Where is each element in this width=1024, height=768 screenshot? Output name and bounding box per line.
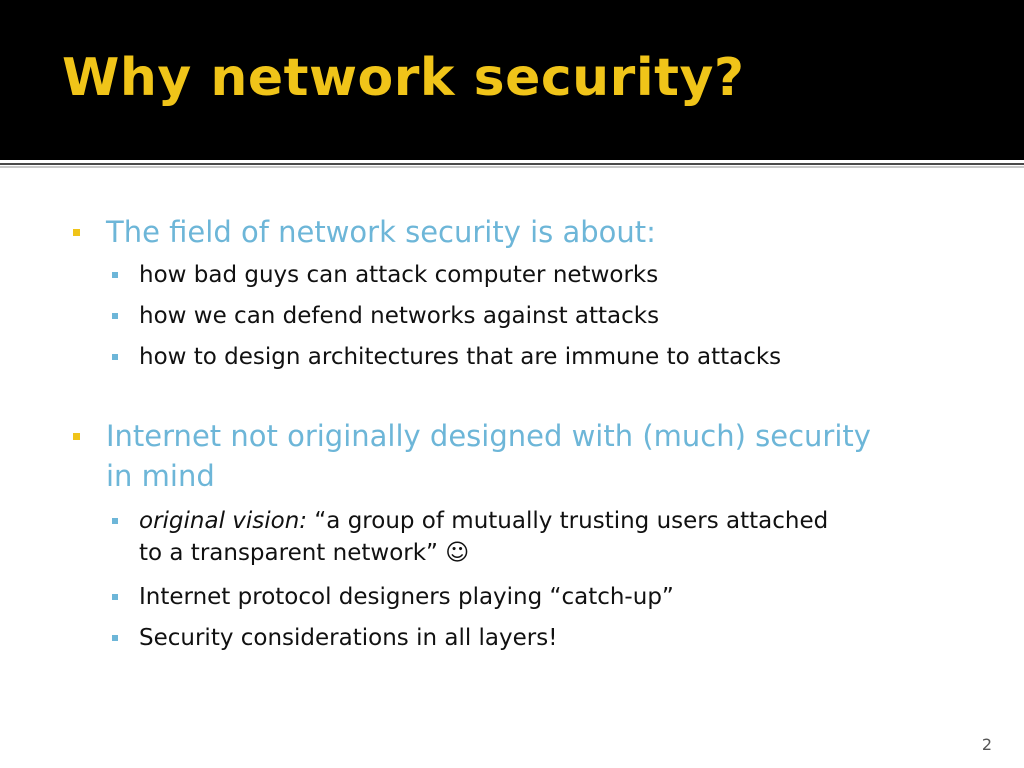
sub-bullet-square-icon bbox=[112, 594, 118, 600]
italic-prefix: original vision: bbox=[139, 508, 308, 534]
page-number: 2 bbox=[981, 735, 992, 754]
title-divider-dark bbox=[0, 163, 1024, 165]
bullet-square-icon bbox=[73, 229, 80, 236]
point-2-sub-1-rest: “a group of mutually trusting users atta… bbox=[307, 508, 829, 534]
point-2-text-line2: in mind bbox=[106, 459, 215, 493]
title-band: Why network security? bbox=[0, 0, 1024, 160]
sub-bullet-square-icon bbox=[112, 518, 118, 524]
slide-title: Why network security? bbox=[62, 48, 745, 108]
point-1-sub-3: how to design architectures that are imm… bbox=[139, 344, 782, 370]
point-2-sub-2: Internet protocol designers playing “cat… bbox=[139, 584, 674, 610]
point-2-text-line1: Internet not originally designed with (m… bbox=[106, 419, 871, 453]
sub-bullet-square-icon bbox=[112, 635, 118, 641]
point-1-text: The field of network security is about: bbox=[106, 215, 656, 249]
point-2-sub-3: Security considerations in all layers! bbox=[139, 625, 558, 651]
sub-bullet-square-icon bbox=[112, 354, 118, 360]
point-1-sub-1: how bad guys can attack computer network… bbox=[139, 262, 659, 288]
point-2-sub-1-line1: original vision: “a group of mutually tr… bbox=[139, 505, 828, 537]
title-divider-light bbox=[0, 166, 1024, 168]
bullet-square-icon bbox=[73, 433, 80, 440]
point-2-sub-1-line2: to a transparent network” ☺ bbox=[139, 540, 470, 566]
point-1-sub-2: how we can defend networks against attac… bbox=[139, 303, 660, 329]
sub-bullet-square-icon bbox=[112, 272, 118, 278]
sub-bullet-square-icon bbox=[112, 313, 118, 319]
